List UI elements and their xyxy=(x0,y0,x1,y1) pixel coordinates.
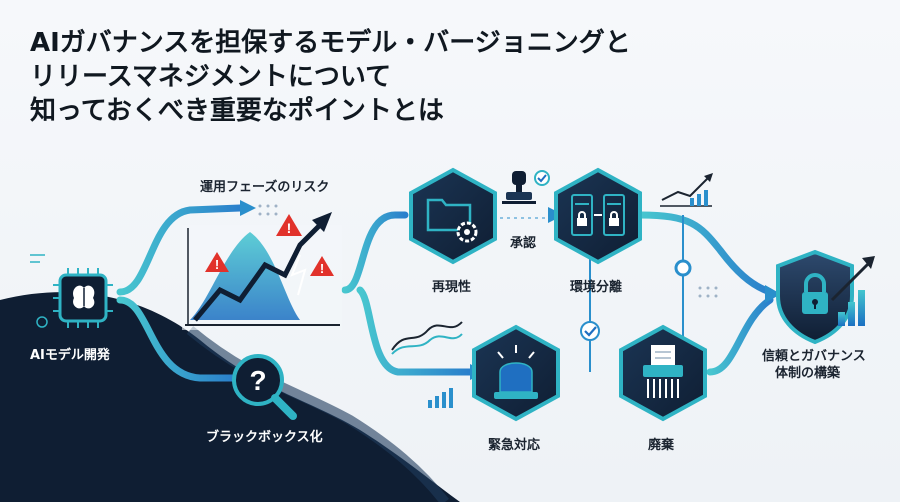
small-trend-chart-icon xyxy=(660,173,713,207)
brain-chip-icon xyxy=(53,268,113,328)
server-lock-icon xyxy=(571,194,625,236)
flow-risk-to-split xyxy=(341,211,409,294)
trust-growth-bars xyxy=(830,256,875,326)
label-trust-line-1: 信頼とガバナンス xyxy=(762,349,866,364)
flow-lines xyxy=(116,204,774,382)
flow-dev-to-blackbox xyxy=(116,296,239,382)
label-disposal: 廃棄 xyxy=(648,438,675,453)
dot-grid-decoration xyxy=(698,286,718,298)
check-mark-icon xyxy=(584,326,597,337)
label-env-separation: 環境分離 xyxy=(570,280,623,295)
shredder-icon xyxy=(643,345,683,398)
shield-lock-icon xyxy=(776,249,854,345)
rising-chart-icon xyxy=(182,212,342,330)
warning-triangle-icon: ! xyxy=(310,256,334,276)
label-black-box: ブラックボックス化 xyxy=(206,430,323,445)
title-line-3: 知っておくべき重要なポイントとは xyxy=(30,96,444,126)
title-line-1: AIガバナンスを担保するモデル・バージョニングと xyxy=(30,28,631,58)
svg-text:!: ! xyxy=(320,261,324,276)
dark-wave-background xyxy=(0,292,460,502)
label-trust-line-2: 体制の構築 xyxy=(775,366,841,381)
hexagon-emergency xyxy=(472,324,560,422)
label-approval: 承認 xyxy=(510,236,537,251)
flow-lower-to-trust xyxy=(706,296,774,376)
stamp-icon xyxy=(502,170,550,204)
hexagon-env-separation xyxy=(554,167,642,265)
title-line-2: リリースマネジメントについて xyxy=(30,62,392,92)
check-node xyxy=(580,321,600,341)
warning-triangle-icon: ! xyxy=(205,252,229,272)
connector-node xyxy=(674,259,692,277)
label-emergency-response: 緊急対応 xyxy=(488,438,541,453)
page-title: AIガバナンスを担保するモデル・バージョニングと リリースマネジメントについて … xyxy=(30,26,631,128)
dev-side-glyphs xyxy=(30,254,48,328)
label-reproducibility: 再現性 xyxy=(432,280,472,295)
label-operational-risk: 運用フェーズのリスク xyxy=(200,180,330,195)
folder-gear-icon xyxy=(426,198,478,243)
dot-grid-decoration xyxy=(258,204,278,216)
label-ai-model-development: AIモデル開発 xyxy=(30,348,110,363)
flow-split-lower xyxy=(356,286,474,376)
magnifier-question-icon: ? xyxy=(232,354,297,420)
hexagon-reproducibility xyxy=(409,167,497,265)
siren-icon xyxy=(494,345,538,399)
svg-text:!: ! xyxy=(287,220,292,236)
warning-triangle-icon: ! xyxy=(276,214,302,236)
svg-text:!: ! xyxy=(215,257,219,272)
mini-bar-chart-icon xyxy=(428,388,453,408)
wave-line-chart-icon xyxy=(391,321,463,355)
flow-dev-to-risk xyxy=(116,204,244,296)
flow-upper-to-trust xyxy=(636,211,774,296)
svg-text:?: ? xyxy=(249,365,266,396)
hexagon-disposal xyxy=(619,324,707,422)
